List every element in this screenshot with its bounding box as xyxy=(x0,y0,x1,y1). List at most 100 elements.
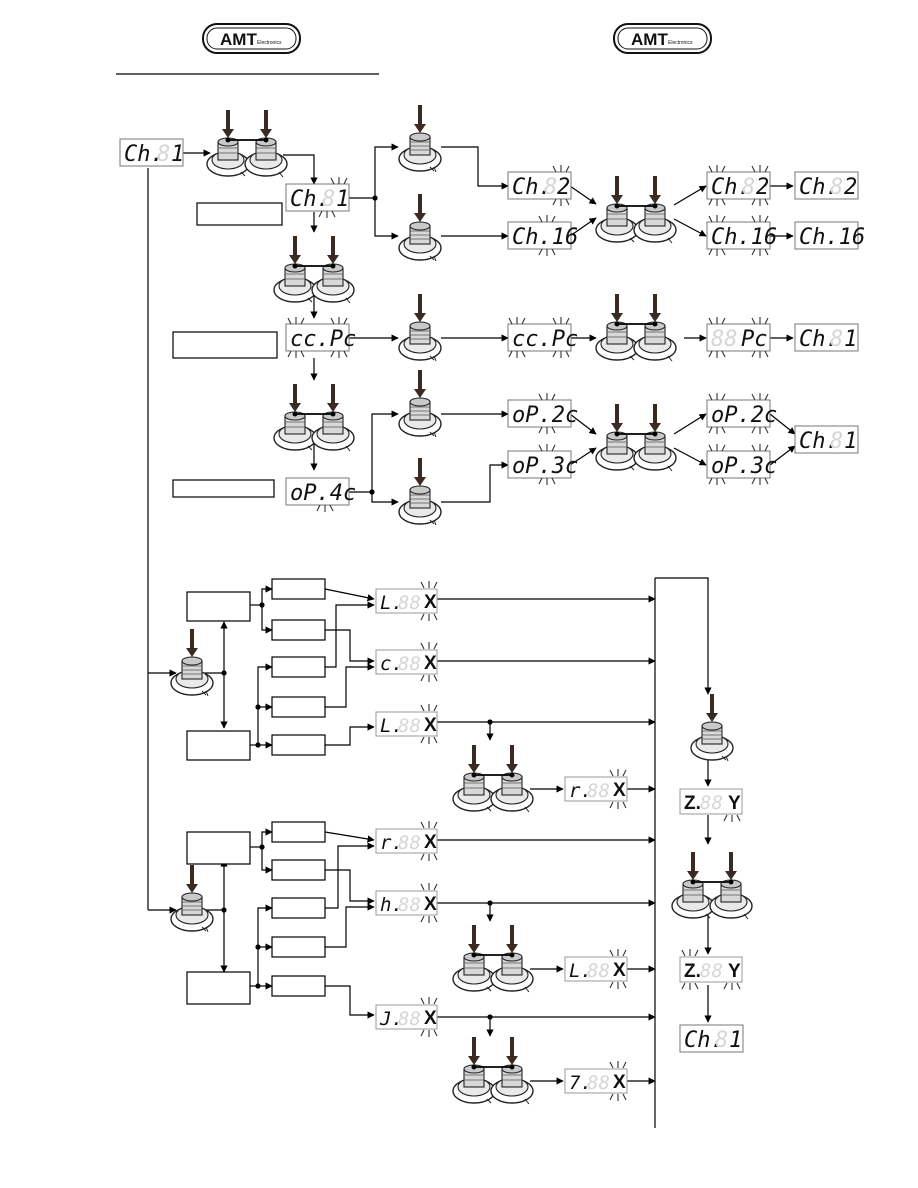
display-x: X xyxy=(424,832,437,853)
display-ch-16: Ch.16 xyxy=(507,214,578,257)
display-text: oP.3c xyxy=(711,454,777,479)
display-ch-1-after-op: Ch. 8 1 xyxy=(794,425,859,454)
svg-text:88: 88 xyxy=(587,960,610,982)
display-ch-2-final: Ch. 8 2 xyxy=(794,171,859,200)
logo-left: AMT Electronics xyxy=(202,23,301,54)
display-ch-16-final: Ch.16 xyxy=(794,221,865,250)
footswitch-press-icon xyxy=(169,627,215,698)
display-l: L. 88 X xyxy=(375,580,438,622)
display-text: oP.3c xyxy=(512,454,578,479)
display-x: X xyxy=(424,1008,437,1029)
logo-brand: AMT xyxy=(631,30,668,49)
display-y: Y xyxy=(728,793,741,814)
display-text: Ch.16 xyxy=(711,225,777,250)
footswitch-press-icon xyxy=(397,456,443,527)
double-footswitch-press-icon xyxy=(272,382,356,453)
svg-text:8: 8 xyxy=(830,327,843,352)
footswitch-press-icon xyxy=(397,103,443,174)
svg-text:8: 8 xyxy=(157,142,170,167)
svg-text:88: 88 xyxy=(711,327,738,352)
display-ccpc: cc.Pc xyxy=(285,316,356,359)
label-box xyxy=(271,578,326,600)
display-text: oP.2c xyxy=(711,403,777,428)
label-box xyxy=(196,202,283,226)
label-box xyxy=(186,730,251,761)
display-text: Z. xyxy=(684,961,701,982)
svg-text:88: 88 xyxy=(398,894,421,916)
svg-text:8: 8 xyxy=(830,429,843,454)
display-text: Ch.16 xyxy=(512,225,578,250)
display-zy-blink: Z. 88 Y xyxy=(679,948,743,991)
displays: Ch. 8 1 Ch. 8 1 Ch. 8 2 Ch.16 C xyxy=(119,138,865,1102)
display-text: 7. xyxy=(569,1072,592,1094)
label-box xyxy=(271,734,326,756)
display-text: Ch.16 xyxy=(799,225,865,250)
display-j: J. 88 X xyxy=(375,996,438,1038)
svg-text:8: 8 xyxy=(322,187,335,212)
display-text: Ch. xyxy=(512,175,552,200)
display-pc: 88 Pc xyxy=(706,316,771,359)
display-zy: Z. 88 Y xyxy=(679,788,743,823)
svg-text:1: 1 xyxy=(729,1028,742,1053)
display-x: X xyxy=(424,653,437,674)
display-x: X xyxy=(424,715,437,736)
svg-text:88: 88 xyxy=(587,780,610,802)
display-ch-16-blink: Ch.16 xyxy=(706,214,777,257)
display-text: c. xyxy=(380,653,403,675)
footswitch-press-icon xyxy=(397,368,443,439)
display-op2c: oP.2c xyxy=(507,392,578,435)
display-ch-2: Ch. 8 2 xyxy=(507,164,572,207)
display-text: oP.4c xyxy=(290,481,356,506)
display-text: Ch. xyxy=(684,1028,724,1053)
footswitch-press-icon xyxy=(169,863,215,934)
label-box xyxy=(172,331,278,359)
label-box xyxy=(271,696,326,718)
display-u: L. 88 X xyxy=(375,703,438,745)
connectors xyxy=(147,143,796,1128)
junction-dots xyxy=(221,195,493,1020)
display-text: cc.Pc xyxy=(512,327,578,352)
display-text: Ch. xyxy=(799,429,839,454)
display-text: L. xyxy=(380,592,403,614)
double-footswitch-press-icon xyxy=(594,292,678,363)
svg-text:2: 2 xyxy=(844,175,857,200)
display-x: X xyxy=(613,780,626,801)
display-ch-start: Ch. 8 1 xyxy=(119,138,184,167)
svg-text:1: 1 xyxy=(171,142,184,167)
logo-sub: Electronics xyxy=(257,40,282,46)
svg-text:88: 88 xyxy=(398,715,421,737)
display-op3c: oP.3c xyxy=(507,443,578,486)
label-box xyxy=(186,831,251,865)
display-seven: 7. 88 X xyxy=(564,1060,628,1102)
double-footswitch-press-icon xyxy=(670,850,754,921)
display-c: c. 88 X xyxy=(375,641,438,683)
display-text: J. xyxy=(379,1008,403,1030)
label-box xyxy=(271,821,326,843)
double-footswitch-press-icon xyxy=(451,743,535,814)
label-box xyxy=(271,656,326,678)
display-text: Ch. xyxy=(290,187,330,212)
svg-text:88: 88 xyxy=(700,960,723,982)
svg-text:88: 88 xyxy=(700,792,723,814)
display-text: oP.2c xyxy=(512,403,578,428)
footswitch-press-icon xyxy=(397,192,443,263)
logo-sub: Electronics xyxy=(668,40,693,46)
label-box xyxy=(271,619,326,641)
display-text: r. xyxy=(569,780,592,802)
svg-text:88: 88 xyxy=(398,1008,421,1030)
display-text: r. xyxy=(380,832,403,854)
svg-text:1: 1 xyxy=(336,187,349,212)
display-op2c-blink: oP.2c xyxy=(706,392,777,435)
display-ccpc-2: cc.Pc xyxy=(507,316,578,359)
display-l-2: L. 88 X xyxy=(564,948,628,990)
logo-right: AMT Electronics xyxy=(613,23,712,54)
label-box xyxy=(271,975,326,997)
double-footswitch-press-icon xyxy=(272,234,356,305)
display-ch-2-blink: Ch. 8 2 xyxy=(706,164,771,207)
display-text: Pc xyxy=(741,327,768,352)
svg-text:88: 88 xyxy=(587,1072,610,1094)
display-x: X xyxy=(613,960,626,981)
logo-brand: AMT xyxy=(220,30,257,49)
label-box xyxy=(186,591,251,622)
